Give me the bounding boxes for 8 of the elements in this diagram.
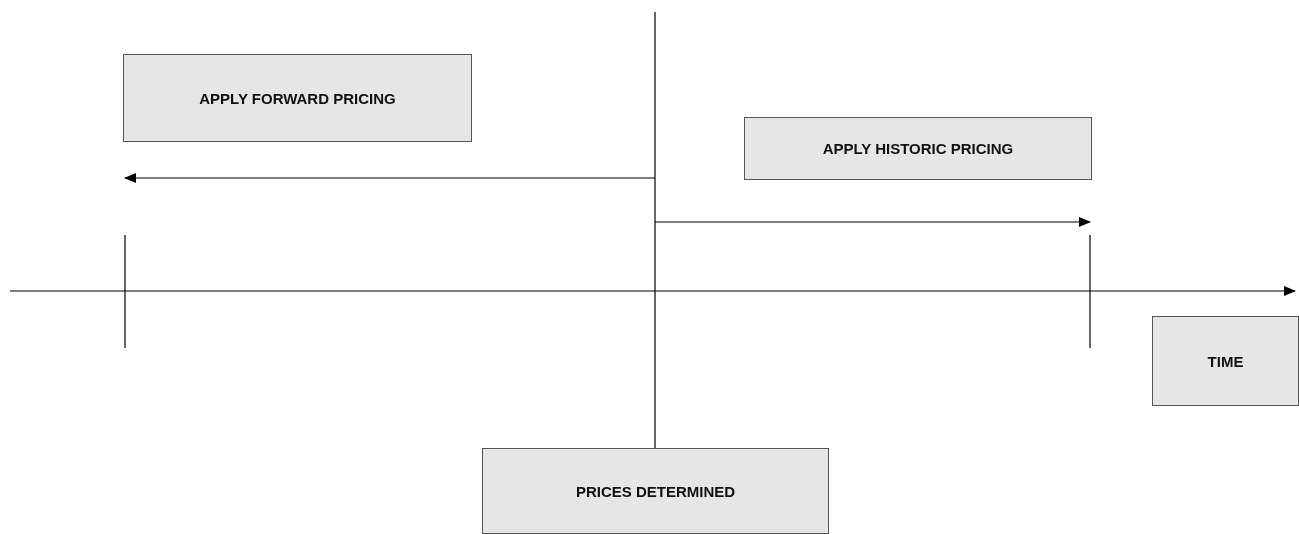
event-box	[482, 448, 829, 534]
box-label: PRICES DETERMINED	[575, 482, 736, 500]
process-box	[744, 117, 1092, 180]
label-box	[1152, 316, 1299, 406]
box-label: APPLY FORWARD PRICING	[199, 89, 396, 107]
box-label: TIME	[1207, 352, 1244, 370]
box-label: APPLY HISTORIC PRICING	[822, 140, 1014, 157]
process-box	[123, 54, 472, 142]
